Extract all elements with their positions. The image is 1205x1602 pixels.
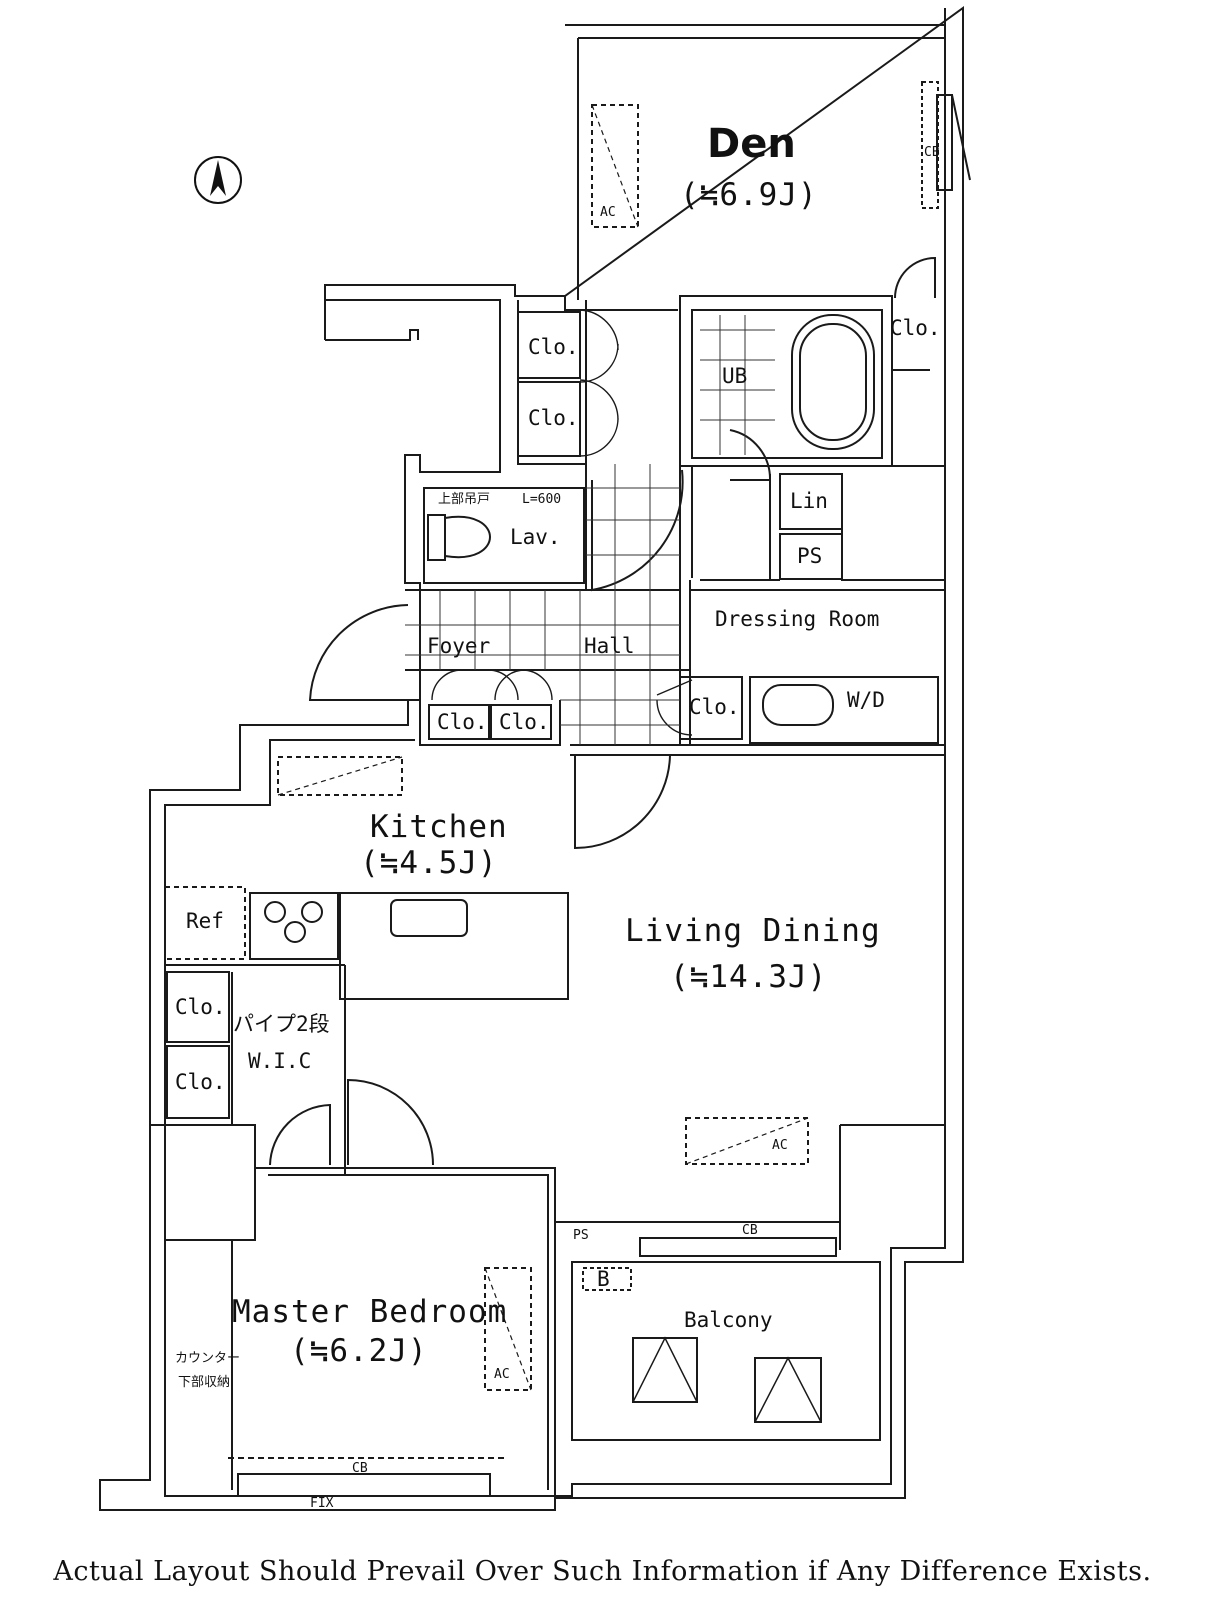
door-swing-bath (729, 429, 772, 481)
wic-closet-2 (166, 1045, 230, 1119)
fix-label: FIX (310, 1496, 334, 1511)
disclaimer: Actual Layout Should Prevail Over Such I… (53, 1556, 1152, 1587)
pipe-note-label: パイプ2段 (233, 1012, 330, 1036)
master-window (237, 1473, 491, 1497)
cb-label: CB (924, 145, 940, 160)
door-swing-wic (347, 1078, 434, 1166)
balcony-vent-2 (754, 1357, 822, 1423)
room-name-living: Living Dining (625, 913, 881, 949)
ac-label: AC (600, 205, 616, 220)
closet-label: Clo. (175, 995, 226, 1019)
cabinet-length-label: L=600 (522, 492, 562, 507)
closet-label: Clo. (437, 710, 488, 734)
refrigerator-space (164, 886, 246, 960)
stove (249, 892, 339, 960)
ac-master (484, 1267, 532, 1391)
ac-living (685, 1117, 809, 1165)
closet-label: Clo. (499, 710, 550, 734)
pipe-space-label: PS (797, 544, 823, 568)
box-b-label: B (597, 1267, 610, 1291)
closet-label: Clo. (890, 316, 941, 340)
closet-entry-1 (428, 704, 490, 740)
room-name-lavatory: Lav. (510, 525, 561, 549)
room-area-kitchen: (≒4.5J) (360, 845, 498, 881)
door-swing-lav (591, 469, 684, 592)
closet-label: Clo. (689, 695, 740, 719)
counter-note-1: カウンター (175, 1351, 241, 1366)
lavatory-room (423, 487, 585, 584)
door-swing-den-clo (894, 256, 936, 299)
room-area-living: (≒14.3J) (670, 959, 828, 995)
balcony-box-b (582, 1267, 632, 1291)
room-name-den: Den (707, 121, 796, 167)
ac-den (591, 104, 639, 228)
island-counter (339, 892, 569, 1000)
counter-note-2: 下部収納 (178, 1375, 231, 1390)
room-area-den: (≒6.9J) (680, 177, 818, 213)
room-name-master: Master Bedroom (232, 1294, 508, 1330)
wic-label: W.I.C (248, 1049, 312, 1073)
master-bedroom-walls (150, 1124, 556, 1496)
floor-plan (99, 6, 971, 1511)
upper-cabinet-label: 上部吊戸 (438, 492, 491, 507)
toilet (427, 514, 491, 561)
north-arrow-icon (194, 156, 242, 204)
unit-bath-outline (679, 295, 893, 467)
ps-label: PS (573, 1228, 589, 1243)
washer-dryer-area (749, 676, 939, 744)
door-swing-foyer (308, 604, 409, 701)
room-name-balcony: Balcony (684, 1308, 773, 1332)
balcony-vent-1 (632, 1337, 698, 1403)
wall-den-bottom (891, 300, 945, 467)
linen-label: Lin (790, 489, 828, 513)
closet-dressing (679, 676, 743, 740)
washer-dryer-label: W/D (847, 688, 885, 712)
bathtub (791, 314, 875, 450)
ac-label: AC (772, 1138, 788, 1153)
balcony-window (639, 1237, 837, 1257)
room-name-dressing: Dressing Room (715, 607, 880, 631)
room-name-hall: Hall (584, 634, 635, 658)
closet-entry-2 (490, 704, 552, 740)
island-sink (390, 899, 468, 937)
wd-basin (762, 684, 834, 726)
closet-label: Clo. (528, 406, 579, 430)
wall-den-left (564, 38, 678, 311)
room-name-unit-bath: UB (722, 364, 748, 388)
balcony-outline (571, 1261, 881, 1441)
room-name-foyer: Foyer (427, 634, 491, 658)
closet-label: Clo. (528, 335, 579, 359)
room-name-kitchen: Kitchen (370, 809, 508, 845)
closet-label: Clo. (175, 1070, 226, 1094)
door-swing-master (269, 1103, 331, 1166)
exterior-wall-outer (99, 6, 964, 1511)
cb-label: CB (352, 1461, 368, 1476)
exterior-wall-inner (164, 8, 946, 1497)
ac-label: AC (494, 1367, 510, 1382)
door-swing-hall (574, 754, 671, 850)
wic-closet-1 (166, 971, 230, 1043)
room-area-master: (≒6.2J) (290, 1333, 428, 1369)
refrigerator-label: Ref (186, 909, 224, 933)
cb-label: CB (742, 1223, 758, 1238)
